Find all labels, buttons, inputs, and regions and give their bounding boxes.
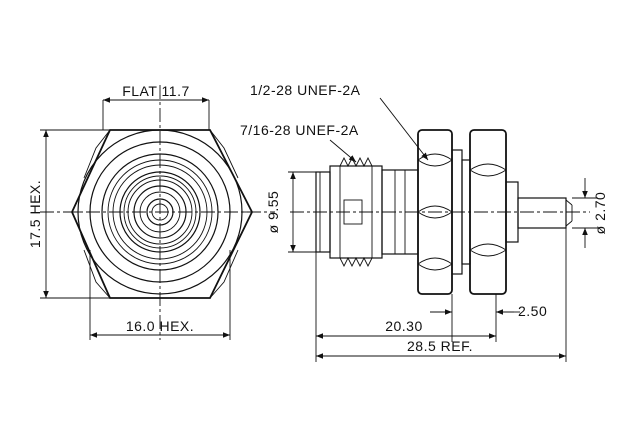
overall-length-label: 28.5 REF. [407, 338, 473, 354]
hex-nut-outline [71, 129, 254, 299]
front-view: FLAT 11.7 17.5 HEX. 16.0 HEX. [27, 83, 275, 340]
diameter-small-label: ø 2.70 [592, 192, 608, 235]
thread-large-label: 1/2-28 UNEF-2A [250, 82, 361, 98]
side-view: 1/2-28 UNEF-2A 7/16-28 UNEF-2A ø 9.55 ø … [240, 82, 608, 362]
hex-height-dimension-label: 17.5 HEX. [27, 180, 43, 248]
thread-small-label: 7/16-28 UNEF-2A [240, 122, 359, 138]
panel-length-label: 2.50 [518, 303, 547, 319]
flat-dimension-label: FLAT 11.7 [122, 83, 190, 99]
body-length-label: 20.30 [385, 318, 423, 334]
diameter-large-label: ø 9.55 [265, 191, 281, 234]
hex-width-dimension-label: 16.0 HEX. [126, 318, 194, 334]
